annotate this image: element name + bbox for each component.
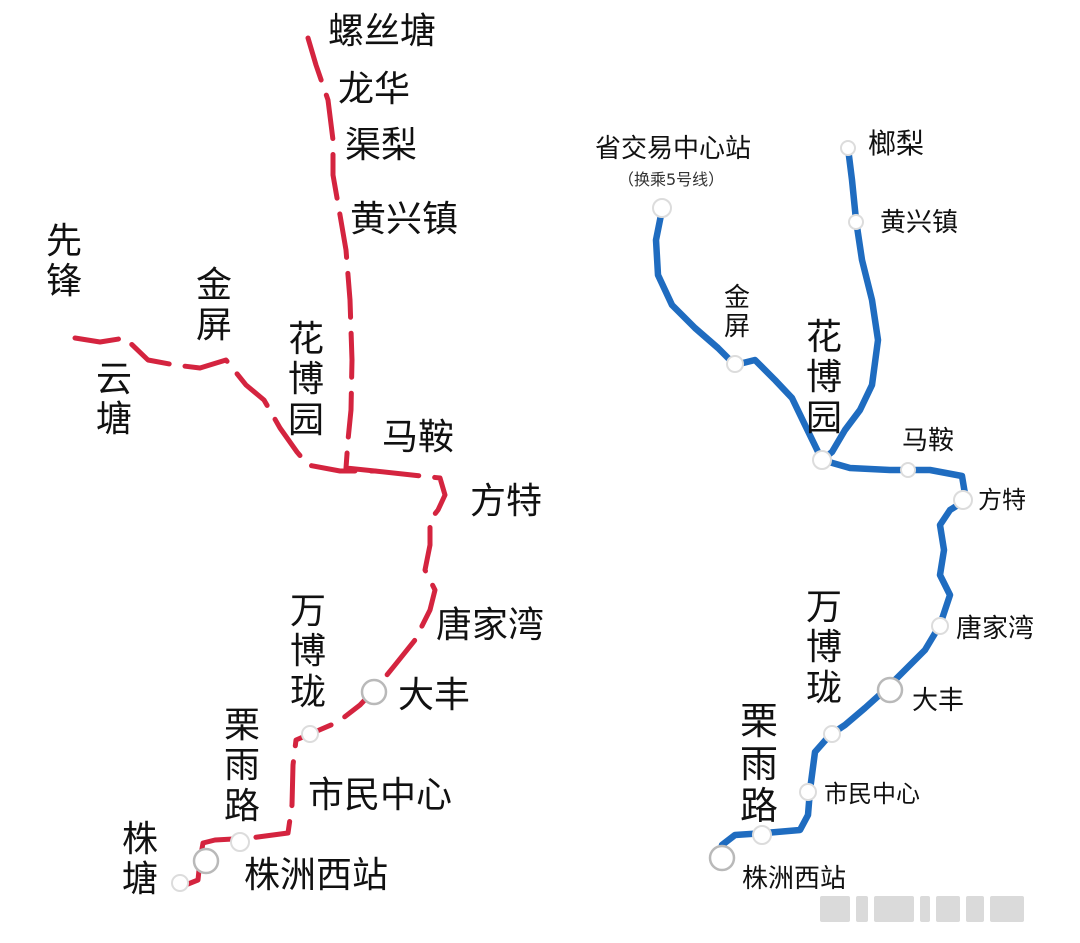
blue-station-tangjiawan bbox=[931, 617, 949, 635]
blue-label-huabo: 花博园 bbox=[806, 317, 843, 439]
red-label-huangxingzhen: 黄兴镇 bbox=[350, 199, 459, 240]
red-label-shiminzhongxin: 市民中心 bbox=[308, 775, 453, 816]
red-station-zhutang bbox=[192, 847, 220, 875]
red-label-zhutang: 株塘 bbox=[122, 819, 159, 901]
red-station-dafeng bbox=[360, 678, 388, 706]
red-label-zhuzhouxizhan: 株洲西站 bbox=[244, 855, 389, 896]
blue-station-wanbolong bbox=[823, 725, 841, 743]
red-label-longhua: 龙华 bbox=[338, 69, 411, 110]
red-label-liyulu: 栗雨路 bbox=[224, 705, 261, 827]
red-label-tangjiawan: 唐家湾 bbox=[436, 605, 545, 646]
blue-label-wanbolong: 万博珑 bbox=[806, 587, 843, 709]
blue-station-zhali bbox=[840, 140, 856, 156]
red-line-western-branch bbox=[72, 335, 378, 474]
blue-line-northern-branch bbox=[818, 144, 882, 464]
red-line-map bbox=[72, 35, 448, 892]
blue-station-fangte bbox=[953, 490, 973, 510]
blue-line-main-trunk bbox=[716, 456, 970, 862]
blue-label-zhali: 榔梨 bbox=[868, 127, 925, 160]
red-station-terminal bbox=[171, 874, 189, 892]
blue-label-dafeng: 大丰 bbox=[912, 686, 965, 716]
red-line-main-trunk bbox=[185, 468, 448, 887]
blue-station-huangxingzhen bbox=[848, 214, 864, 230]
blue-label-shengjiaoyi: 省交易中心站 bbox=[595, 134, 752, 164]
red-label-dafeng: 大丰 bbox=[398, 675, 471, 716]
watermark bbox=[820, 896, 1060, 926]
blue-label-tangjiawan: 唐家湾 bbox=[956, 614, 1035, 644]
red-label-yuntang: 云塘 bbox=[96, 359, 133, 441]
blue-station-huabo bbox=[812, 450, 832, 470]
red-station-wanbolong bbox=[301, 725, 319, 743]
blue-station-shiminzhongxin bbox=[799, 783, 817, 801]
red-label-maan: 马鞍 bbox=[382, 417, 455, 458]
blue-station-jinping bbox=[726, 355, 744, 373]
blue-station-zhuzhouxizhan bbox=[708, 844, 736, 872]
blue-station-dafeng bbox=[876, 676, 904, 704]
blue-label-huangxingzhen: 黄兴镇 bbox=[880, 208, 959, 238]
red-line-northern-branch bbox=[305, 35, 378, 474]
red-label-luositang: 螺丝塘 bbox=[328, 11, 437, 52]
blue-label-maan: 马鞍 bbox=[902, 426, 955, 456]
red-station-liyulu bbox=[230, 832, 250, 852]
blue-label-shengjiaoyi-note: （换乘5号线） bbox=[618, 170, 725, 189]
blue-label-jinping: 金屏 bbox=[724, 283, 751, 343]
blue-label-zhuzhouxizhan: 株洲西站 bbox=[742, 864, 847, 894]
red-label-fangte: 方特 bbox=[470, 481, 543, 522]
blue-label-liyulu: 栗雨路 bbox=[740, 699, 779, 829]
blue-station-maan bbox=[900, 462, 916, 478]
blue-station-liyulu bbox=[752, 825, 772, 845]
red-label-wanbolong: 万博珑 bbox=[290, 591, 327, 713]
blue-label-fangte: 方特 bbox=[978, 486, 1026, 514]
blue-line-map bbox=[652, 140, 973, 872]
blue-station-shengjiaoyi bbox=[652, 198, 672, 218]
red-label-zhali: 渠梨 bbox=[345, 125, 418, 166]
red-label-jinping: 金屏 bbox=[196, 265, 233, 347]
red-label-xianfeng: 先锋 bbox=[46, 221, 83, 303]
blue-line-western-branch bbox=[652, 206, 826, 464]
blue-label-shiminzhongxin: 市民中心 bbox=[824, 780, 920, 808]
red-label-huabo: 花博园 bbox=[288, 319, 325, 441]
